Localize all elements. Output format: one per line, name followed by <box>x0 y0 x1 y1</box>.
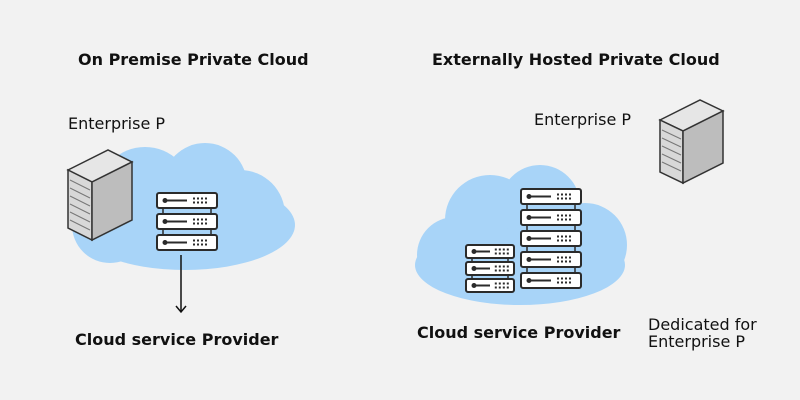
cloud-rack-server-icon <box>520 188 582 289</box>
cloud-rack-server-icon <box>465 244 515 293</box>
right-provider-label: Cloud service Provider <box>417 323 621 342</box>
dedicated-label-line1: Dedicated for <box>648 315 757 334</box>
right-panel-title: Externally Hosted Private Cloud <box>432 50 720 69</box>
cloud-rack-server-icon <box>156 192 218 251</box>
dedicated-tower-server-icon <box>658 99 725 185</box>
dedicated-label: Dedicated for Enterprise P <box>648 316 757 350</box>
left-provider-label: Cloud service Provider <box>75 330 279 349</box>
enterprise-tower-server-icon <box>66 149 134 242</box>
dedicated-label-line2: Enterprise P <box>648 332 746 351</box>
right-enterprise-label: Enterprise P <box>534 110 632 129</box>
down-arrow-icon <box>175 255 187 314</box>
left-enterprise-label: Enterprise P <box>68 114 166 133</box>
left-panel-title: On Premise Private Cloud <box>78 50 309 69</box>
